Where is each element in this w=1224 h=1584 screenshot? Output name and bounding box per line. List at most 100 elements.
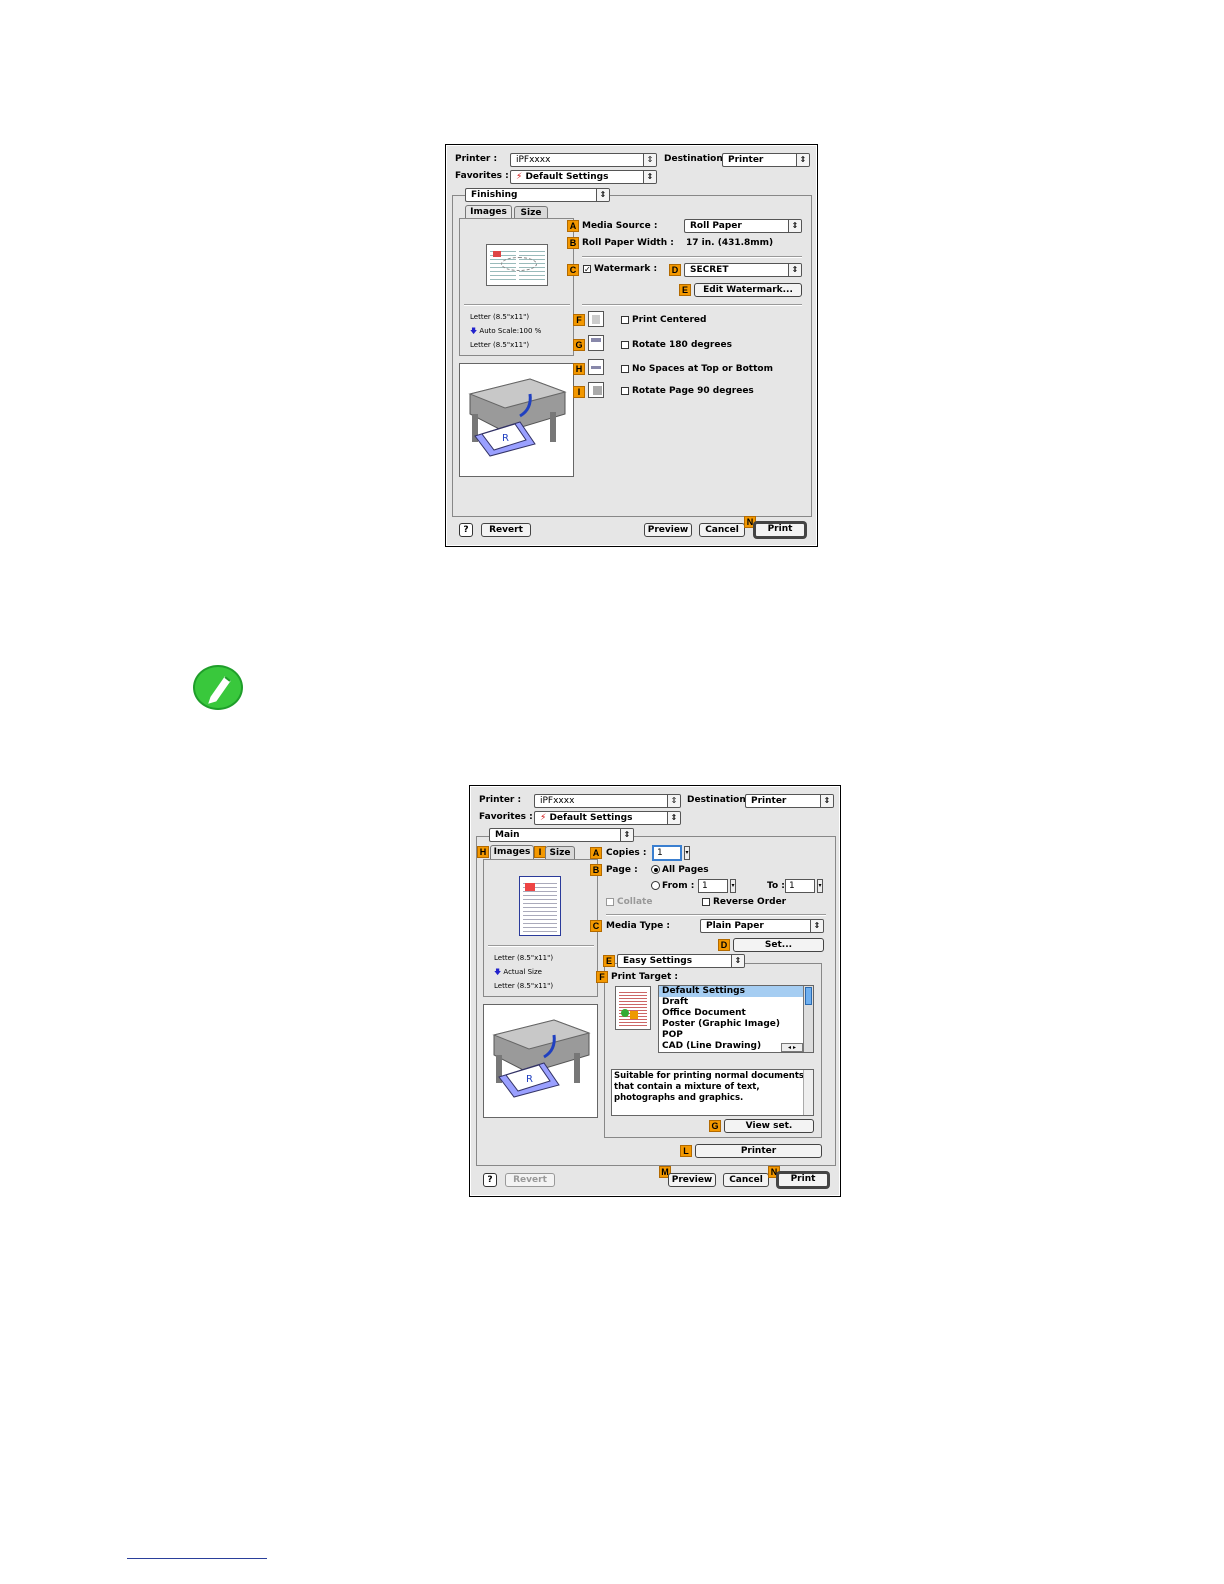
set-button[interactable]: Set... <box>733 938 824 952</box>
print-button[interactable]: Print <box>754 522 806 538</box>
media-type-value: Plain Paper <box>706 921 764 931</box>
horizontal-scroll-arrows[interactable]: ◂ ▸ <box>781 1043 803 1052</box>
scale-value: Actual Size <box>503 968 542 976</box>
rotate-page-90-checkbox[interactable] <box>621 387 629 395</box>
tab-size[interactable]: Size <box>545 846 575 859</box>
list-item[interactable]: Poster (Graphic Image) <box>662 1019 780 1029</box>
printer-label: Printer : <box>455 154 498 164</box>
print-target-thumbnail <box>615 986 651 1030</box>
mode-select[interactable]: Easy Settings⇕ <box>617 954 745 968</box>
tab-images[interactable]: Images <box>465 205 512 219</box>
list-item[interactable]: CAD (Line Drawing) <box>662 1041 762 1051</box>
all-pages-radio[interactable] <box>651 865 660 874</box>
updown-arrow-icon: ⇕ <box>620 829 633 841</box>
reverse-order-label[interactable]: Reverse Order <box>713 897 787 907</box>
watermark-checkbox[interactable]: ✓ <box>583 265 591 274</box>
collate-checkbox[interactable] <box>606 898 614 906</box>
no-spaces-label[interactable]: No Spaces at Top or Bottom <box>632 364 773 374</box>
footer-link-underline[interactable] <box>127 1558 267 1559</box>
tab-images[interactable]: Images <box>490 845 534 859</box>
help-icon[interactable]: ? <box>483 1173 497 1187</box>
list-item[interactable]: POP <box>662 1030 683 1040</box>
destination-select[interactable]: Printer⇕ <box>722 153 810 167</box>
callout-d: D <box>718 939 730 951</box>
print-target-label: Print Target : <box>611 972 679 982</box>
no-spaces-checkbox[interactable] <box>621 365 629 373</box>
rotate-180-checkbox[interactable] <box>621 341 629 349</box>
callout-l: L <box>680 1145 692 1157</box>
callout-f: F <box>596 971 608 983</box>
watermark-select[interactable]: SECRET⇕ <box>684 263 802 277</box>
down-arrow-icon: 🡇 <box>494 968 504 976</box>
help-icon[interactable]: ? <box>459 523 473 537</box>
print-centered-checkbox[interactable] <box>621 316 629 324</box>
updown-arrow-icon: ⇕ <box>820 795 833 807</box>
print-centered-label[interactable]: Print Centered <box>632 315 707 325</box>
callout-b: B <box>567 237 579 249</box>
to-field[interactable]: 1 <box>785 879 815 893</box>
callout-c: C <box>590 920 602 932</box>
media-type-select[interactable]: Plain Paper⇕ <box>700 919 824 933</box>
print-dialog-main: Printer : iPFxxxx⇕ Destination : Printer… <box>469 785 841 1197</box>
rotate-page-90-label[interactable]: Rotate Page 90 degrees <box>632 386 754 396</box>
destination-label: Destination : <box>664 154 730 164</box>
from-radio[interactable] <box>651 881 660 890</box>
favorites-select-value: Default Settings <box>549 813 633 823</box>
revert-button[interactable]: Revert <box>481 523 531 537</box>
paper-size-text: Letter (8.5"x11") <box>494 954 554 962</box>
reverse-order-checkbox[interactable] <box>702 898 710 906</box>
media-source-label: Media Source : <box>582 221 658 231</box>
updown-arrow-icon: ⇕ <box>643 154 656 166</box>
callout-a: A <box>567 220 579 232</box>
copies-label: Copies : <box>606 848 647 858</box>
page-thumbnail <box>519 876 561 936</box>
print-button[interactable]: Print <box>777 1172 829 1188</box>
all-pages-label[interactable]: All Pages <box>662 865 709 875</box>
from-field[interactable]: 1 <box>698 879 728 893</box>
printer-select[interactable]: iPFxxxx⇕ <box>510 153 657 167</box>
collate-label: Collate <box>617 897 653 907</box>
revert-button[interactable]: Revert <box>505 1173 555 1187</box>
view-set-button[interactable]: View set. <box>724 1119 814 1133</box>
edit-watermark-button[interactable]: Edit Watermark... <box>694 283 802 297</box>
list-scrollbar[interactable] <box>803 986 813 1052</box>
scroll-thumb[interactable] <box>805 987 812 1005</box>
description-scrollbar[interactable] <box>803 1070 813 1115</box>
description-box: Suitable for printing normal documents t… <box>611 1069 814 1116</box>
to-label: To : <box>767 881 785 891</box>
panel-select[interactable]: Main⇕ <box>489 828 634 842</box>
copies-field[interactable]: 1 <box>652 845 682 861</box>
rotate-180-icon <box>588 335 604 351</box>
preview-button[interactable]: Preview <box>668 1173 716 1187</box>
callout-h: H <box>477 846 489 858</box>
printer-illustration-icon: R <box>492 1019 591 1098</box>
from-stepper[interactable]: ▾ <box>730 879 736 893</box>
copies-stepper[interactable]: ▾ <box>684 846 690 860</box>
scale-text: 🡇 Auto Scale:100 % <box>470 327 541 336</box>
preview-button[interactable]: Preview <box>644 523 692 537</box>
list-item[interactable]: Default Settings <box>659 986 813 997</box>
list-item[interactable]: Office Document <box>662 1008 746 1018</box>
destination-select[interactable]: Printer⇕ <box>745 794 834 808</box>
cancel-button[interactable]: Cancel <box>699 523 745 537</box>
tab-size[interactable]: Size <box>514 206 548 219</box>
updown-arrow-icon: ⇕ <box>596 189 609 201</box>
printer-illustration: R <box>483 1004 598 1118</box>
print-target-list[interactable]: Default Settings Draft Office Document P… <box>658 985 814 1053</box>
to-stepper[interactable]: ▾ <box>817 879 823 893</box>
printer-select[interactable]: iPFxxxx⇕ <box>534 794 681 808</box>
callout-h: H <box>573 363 585 375</box>
rotate-180-label[interactable]: Rotate 180 degrees <box>632 340 732 350</box>
favorites-select[interactable]: ⚡ Default Settings⇕ <box>534 811 681 825</box>
media-source-select[interactable]: Roll Paper⇕ <box>684 219 802 233</box>
panel-select[interactable]: Finishing ⇕ <box>465 188 610 202</box>
printer-button[interactable]: Printer <box>695 1144 822 1158</box>
rotate-page-90-icon <box>588 382 604 398</box>
destination-label: Destination : <box>687 795 753 805</box>
panel-select-value: Finishing <box>471 190 518 200</box>
scale-text: 🡇 Actual Size <box>494 968 542 977</box>
description-line: that contain a mixture of text, <box>614 1082 760 1092</box>
list-item[interactable]: Draft <box>662 997 689 1007</box>
favorites-select[interactable]: ⚡ Default Settings⇕ <box>510 170 657 184</box>
cancel-button[interactable]: Cancel <box>723 1173 769 1187</box>
